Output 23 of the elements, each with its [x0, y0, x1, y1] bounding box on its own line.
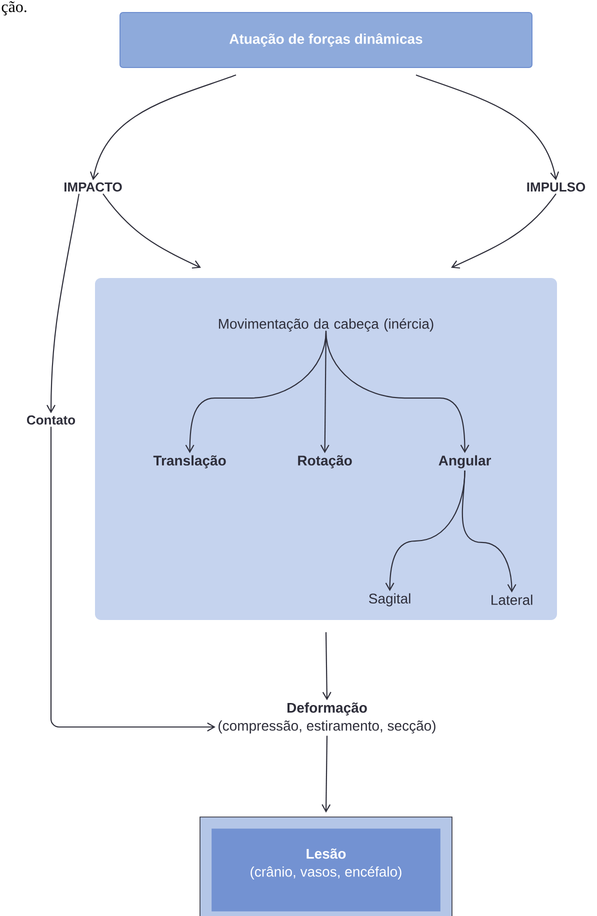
- text-fragment: ção.: [2, 1, 26, 16]
- subcategory-label: Sagital: [369, 593, 410, 606]
- panel-heading: Movimentação da cabeça (inércia): [218, 318, 434, 332]
- arrow: [322, 736, 331, 813]
- subcategory-label: Lateral: [492, 594, 532, 605]
- arrow: [90, 74, 236, 180]
- category-label: Angular: [438, 455, 492, 468]
- arrow: [450, 193, 556, 269]
- category-label: IMPACTO: [64, 182, 122, 192]
- arrow: [416, 74, 560, 180]
- process-box: Atuação de forças dinâmicas: [120, 12, 532, 68]
- arrow: [102, 193, 201, 269]
- category-label: IMPULSO: [527, 182, 586, 192]
- arrow: [50, 426, 216, 732]
- arrow: [322, 632, 332, 700]
- category-label: Contato: [26, 415, 76, 425]
- arrow: [46, 194, 80, 414]
- category-label: Rotação: [298, 455, 352, 468]
- category-label: Translação: [153, 455, 226, 468]
- arrow: [325, 330, 470, 454]
- result-label: Deformação (compressão, estiramento, secção): [218, 702, 436, 734]
- arrow: [462, 470, 516, 592]
- outcome-box: Lesão (crânio, vasos, encéfalo): [200, 816, 452, 916]
